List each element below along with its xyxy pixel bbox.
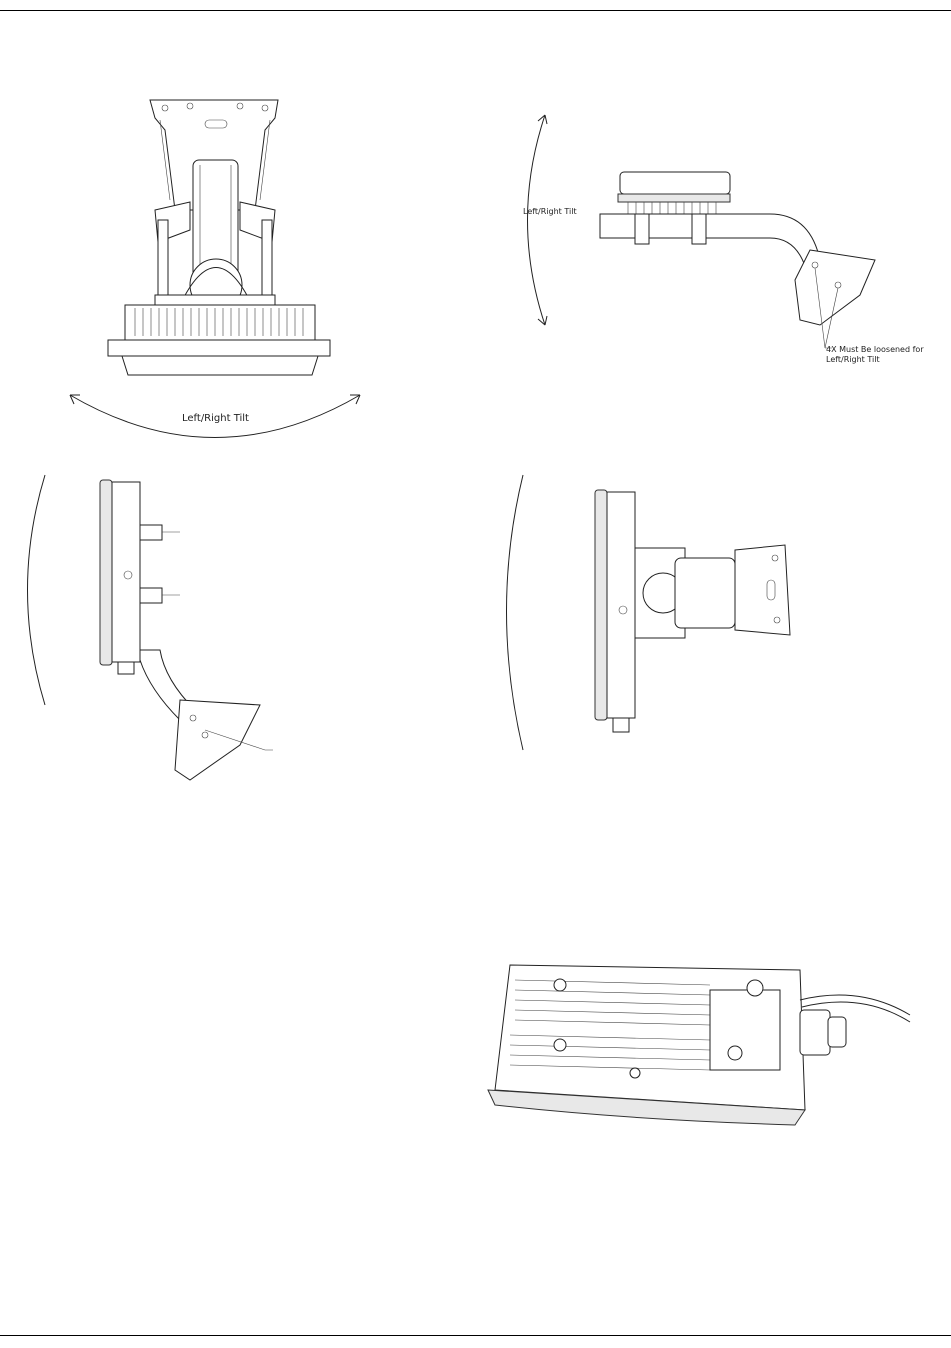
loosen-bolts-note-line1: 4X Must Be loosened for xyxy=(826,346,924,355)
bracket-vertical-left-drawing xyxy=(15,470,275,790)
loosen-bolts-note-line2: Left/Right Tilt xyxy=(826,356,880,365)
top-view-tilt-label: Left/Right Tilt xyxy=(182,413,249,424)
bracket-side-view-drawing xyxy=(520,110,920,370)
bracket-vertical-right-drawing xyxy=(495,470,815,760)
side-view-tilt-label: Left/Right Tilt xyxy=(523,208,577,217)
bracket-top-view-drawing xyxy=(60,90,370,440)
footer-rule xyxy=(0,1335,951,1336)
bracket-top-view-figure: Left/Right Tilt xyxy=(60,90,370,440)
radio-back-perspective-drawing xyxy=(470,955,920,1135)
radio-back-perspective-figure xyxy=(470,955,920,1135)
bracket-vertical-right-figure xyxy=(495,470,815,760)
bracket-vertical-left-figure xyxy=(15,470,275,790)
header-rule xyxy=(0,10,951,11)
bracket-side-view-figure: Left/Right Tilt 4X Must Be loosened for … xyxy=(520,110,920,370)
